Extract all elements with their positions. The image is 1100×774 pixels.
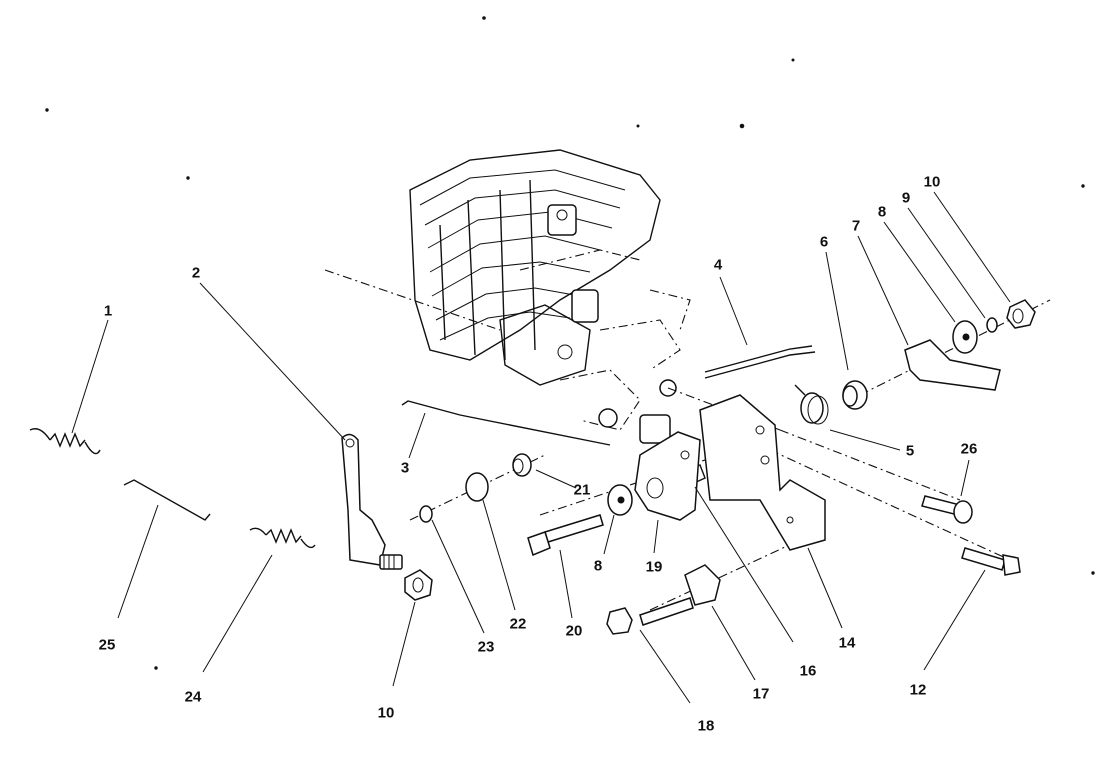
part-25-rod <box>123 479 211 521</box>
callout-8-lower: 8 <box>593 557 603 575</box>
callout-25: 25 <box>98 636 116 654</box>
part-2-lever <box>341 433 403 570</box>
callout-1: 1 <box>103 302 113 320</box>
callout-21: 21 <box>573 481 591 499</box>
callout-23: 23 <box>477 638 495 656</box>
part-7-plate <box>904 339 1001 391</box>
callout-12: 12 <box>909 681 927 699</box>
part-20-bolt <box>527 514 604 557</box>
part-1-spring <box>29 428 101 455</box>
part-6-bushing <box>842 380 868 410</box>
engine-cylinder-block <box>409 149 691 444</box>
part-3-rod <box>401 400 611 446</box>
part-9-ring <box>986 317 998 333</box>
part-24-spring <box>249 527 316 549</box>
callout-7: 7 <box>851 217 861 235</box>
callout-16: 16 <box>799 662 817 680</box>
callout-26: 26 <box>960 440 978 458</box>
part-10-nut-lower <box>404 569 433 601</box>
callout-10-lower: 10 <box>377 704 395 722</box>
part-22-washer <box>465 472 489 502</box>
part-10-nut-top <box>1006 299 1036 329</box>
part-14-bracket <box>699 394 826 551</box>
callout-17: 17 <box>752 685 770 703</box>
part-21-bushing <box>512 453 532 477</box>
part-18-bolt <box>606 597 694 635</box>
callout-24: 24 <box>184 688 202 706</box>
part-26-bolt <box>921 495 973 524</box>
callout-14: 14 <box>838 634 856 652</box>
callout-9: 9 <box>901 189 911 207</box>
part-17-clip <box>684 564 721 606</box>
callout-22: 22 <box>509 615 527 633</box>
part-4-link-rod <box>704 345 816 379</box>
callout-3: 3 <box>400 459 410 477</box>
callout-19: 19 <box>645 558 663 576</box>
callout-2: 2 <box>191 264 201 282</box>
part-19-lever-arm <box>634 431 701 521</box>
callout-10-top: 10 <box>923 173 941 191</box>
part-8-washer-top <box>952 320 978 354</box>
scan-specks <box>45 16 1095 670</box>
leader-lines <box>71 191 1011 704</box>
callout-8-top: 8 <box>877 203 887 221</box>
part-12-bolt <box>961 547 1021 576</box>
part-8-washer-lower <box>607 484 633 516</box>
callout-5: 5 <box>905 442 915 460</box>
callout-4: 4 <box>713 256 723 274</box>
part-5-spring <box>794 384 829 425</box>
callout-20: 20 <box>565 622 583 640</box>
part-23-ring <box>419 505 433 523</box>
callout-6: 6 <box>819 233 829 251</box>
callout-18: 18 <box>697 717 715 735</box>
